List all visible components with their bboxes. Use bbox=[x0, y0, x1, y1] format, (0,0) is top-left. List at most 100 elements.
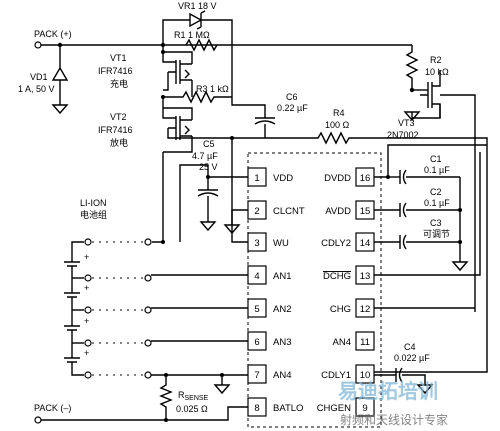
vt3-mosfet-symbol bbox=[420, 70, 441, 118]
vt3-source-wire bbox=[411, 104, 441, 119]
ground-symbol bbox=[199, 221, 217, 232]
c6-wire bbox=[231, 45, 266, 118]
battery-wire bbox=[71, 362, 84, 376]
ic-left-pin-text: 1 2 3 4 5 6 7 8 VDD CLCNT WU AN1 AN2 AN3… bbox=[254, 173, 305, 414]
vt2-function: 放电 bbox=[110, 137, 128, 148]
c1-capacitor bbox=[399, 169, 407, 185]
vr1-wire bbox=[201, 19, 233, 45]
ic-pin-number: 15 bbox=[360, 206, 371, 217]
c1-label: C1 bbox=[430, 154, 442, 164]
dchg-wire bbox=[374, 152, 481, 276]
vt2-mosfet-symbol bbox=[162, 97, 193, 153]
ic-pin-number: 5 bbox=[254, 304, 259, 315]
ic-pin-number: 14 bbox=[360, 238, 371, 249]
ic-pin-name: AN4 bbox=[333, 337, 351, 348]
ic-pin-number: 8 bbox=[254, 403, 259, 414]
cell-plus-sign: + bbox=[84, 348, 89, 358]
c5-value: 4.7 µF bbox=[192, 151, 218, 161]
junction-dot bbox=[161, 240, 165, 244]
pack-minus-rail bbox=[41, 406, 248, 421]
li-ion-label: LI-ION bbox=[80, 198, 107, 208]
r1-resistor bbox=[185, 38, 218, 52]
ground-symbol bbox=[223, 224, 241, 235]
ic-pin-box bbox=[247, 364, 267, 384]
watermark-brand: 易迪拓培训 bbox=[338, 379, 438, 403]
ic-pin-name: AN4 bbox=[273, 370, 291, 381]
pack-positive-wire bbox=[152, 152, 164, 243]
vd1-rating: 1 A, 50 V bbox=[18, 84, 55, 94]
vt1-function: 充电 bbox=[110, 78, 128, 89]
vd1-label: VD1 bbox=[30, 72, 48, 82]
ic-pin-name: WU bbox=[273, 238, 289, 249]
vt3-part: 2N7002 bbox=[387, 130, 419, 140]
junction-dot bbox=[458, 240, 462, 244]
ic-pin-name: BATLO bbox=[273, 403, 303, 414]
ground-symbol bbox=[416, 384, 434, 395]
rsense-label: RSENSE bbox=[178, 390, 209, 402]
ic-pin-name: CHG bbox=[330, 304, 351, 315]
ic-pin-number: 11 bbox=[360, 337, 370, 348]
c4-capacitor bbox=[395, 367, 403, 383]
battery-tap-terminal bbox=[144, 238, 152, 246]
c4-value: 0.022 µF bbox=[394, 353, 430, 363]
pack-plus-label: PACK (+) bbox=[34, 29, 72, 39]
ic-pin-number: 1 bbox=[254, 173, 259, 184]
ic-left-pins bbox=[247, 167, 267, 417]
battery-tap-terminal bbox=[144, 274, 152, 282]
r2-resistor bbox=[405, 45, 419, 90]
vr1-label: VR1 18 V bbox=[178, 1, 217, 11]
battery-taps bbox=[72, 238, 248, 379]
ic-package-outline bbox=[247, 152, 382, 428]
ic-pin-name: CHGEN bbox=[317, 403, 351, 414]
c4-wire bbox=[402, 374, 426, 385]
r1-label: R1 1 MΩ bbox=[174, 30, 210, 40]
battery-tap-terminal bbox=[144, 339, 152, 347]
ic-pin-box bbox=[355, 364, 375, 384]
c2-capacitor bbox=[399, 202, 407, 218]
r4-resistor bbox=[232, 131, 488, 373]
ic-pin-number: 12 bbox=[360, 304, 371, 315]
ic-pin-number: 6 bbox=[254, 337, 259, 348]
c6-value: 0.22 µF bbox=[277, 103, 308, 113]
dvdd-wire bbox=[374, 144, 487, 178]
cell-4 bbox=[64, 357, 80, 363]
ic-pin-name: DCHG bbox=[323, 271, 351, 282]
vt3-label: VT3 bbox=[398, 118, 415, 128]
battery-tap-terminal bbox=[84, 306, 92, 314]
c5-capacitor bbox=[197, 189, 219, 197]
vt2-arrow bbox=[184, 125, 190, 135]
pack-minus-label: PACK (–) bbox=[34, 403, 71, 413]
cell-1 bbox=[64, 261, 80, 267]
vt1-part: IFR7416 bbox=[98, 66, 133, 76]
battery-tap-terminal bbox=[144, 306, 152, 314]
ic-pin-number: 9 bbox=[362, 403, 367, 414]
c5-voltage: 25 V bbox=[199, 162, 218, 172]
vdd-feed-wire bbox=[179, 164, 209, 242]
c6-capacitor bbox=[254, 117, 276, 125]
vdd-wire bbox=[207, 176, 248, 190]
cell-plus-sign: + bbox=[84, 283, 89, 293]
junction-dot bbox=[161, 50, 165, 54]
junction-dot bbox=[458, 208, 462, 212]
rsense-resistor bbox=[159, 375, 173, 410]
ground-symbol bbox=[213, 384, 231, 395]
ic-pin-number: 7 bbox=[254, 370, 259, 381]
ic-pin-name: AN3 bbox=[273, 337, 291, 348]
vt1-arrow bbox=[184, 69, 190, 79]
c5-label: C5 bbox=[203, 139, 215, 149]
ic-pin-name: CDLY2 bbox=[321, 238, 351, 249]
c2-value: 0.1 µF bbox=[424, 198, 450, 208]
clcnt-wire bbox=[231, 209, 248, 225]
ic-pin-name: VDD bbox=[273, 173, 293, 184]
cell-3 bbox=[64, 325, 80, 331]
vr1-wire bbox=[162, 19, 190, 45]
vd1-diode-symbol bbox=[51, 66, 69, 81]
battery-tap-terminal bbox=[84, 371, 92, 379]
ic-right-pins bbox=[355, 167, 375, 417]
ic-pin-name: CLCNT bbox=[273, 206, 305, 217]
c6-label: C6 bbox=[286, 92, 298, 102]
li-ion-cn-label: 电池组 bbox=[80, 209, 107, 220]
vt2-part: IFR7416 bbox=[98, 125, 133, 135]
ground-symbol bbox=[403, 111, 421, 122]
